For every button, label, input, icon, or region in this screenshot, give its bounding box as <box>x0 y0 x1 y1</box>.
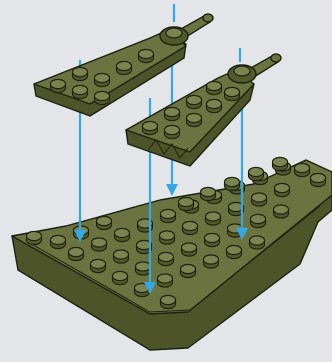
base-stud <box>97 216 112 229</box>
base-stud <box>160 231 175 244</box>
right-wedge-stud <box>165 107 180 120</box>
base-stud <box>92 238 107 251</box>
right-wedge-stud <box>187 113 202 126</box>
left-wedge-stud <box>95 91 110 104</box>
base-stud <box>69 247 84 260</box>
base-stud <box>113 271 128 284</box>
base-stud <box>91 259 106 272</box>
base-stud <box>204 255 219 268</box>
base-stud <box>273 157 288 170</box>
base-stud <box>252 193 267 206</box>
base-stud <box>51 235 66 248</box>
base-stud <box>179 197 194 210</box>
right-wedge-stud <box>225 87 240 100</box>
left-wedge-stud <box>139 49 154 62</box>
base-stud <box>251 214 266 227</box>
base-stud <box>183 221 198 234</box>
right-wedge-stud <box>187 95 202 108</box>
base-stud <box>206 212 221 225</box>
base-stud <box>250 236 265 249</box>
left-wedge-stud <box>51 79 66 92</box>
base-stud <box>159 252 174 265</box>
left-wedge-stud <box>73 85 88 98</box>
base-stud <box>136 262 151 275</box>
left-wedge-stud <box>95 73 110 86</box>
base-stud <box>295 163 310 176</box>
right-wedge-stud <box>207 99 222 112</box>
base-stud <box>311 173 326 186</box>
base-stud <box>158 274 173 287</box>
base-stud <box>114 250 129 263</box>
base-stud <box>225 177 240 190</box>
base-stud <box>181 264 196 277</box>
base-stud <box>274 205 289 218</box>
base-stud <box>275 183 290 196</box>
left-wedge-stud <box>73 67 88 80</box>
base-stud <box>205 233 220 246</box>
right-wedge-stud <box>143 121 158 134</box>
left-wedge-stud <box>117 61 132 74</box>
base-stud <box>161 209 176 222</box>
base-stud <box>182 243 197 256</box>
base-stud <box>161 295 176 308</box>
right-wedge-stud <box>207 81 222 94</box>
base-stud <box>227 245 242 258</box>
base-stud <box>249 167 264 180</box>
base-stud <box>115 228 130 241</box>
base-stud <box>201 187 216 200</box>
right-wedge-stud <box>165 125 180 138</box>
base-stud <box>27 231 42 244</box>
